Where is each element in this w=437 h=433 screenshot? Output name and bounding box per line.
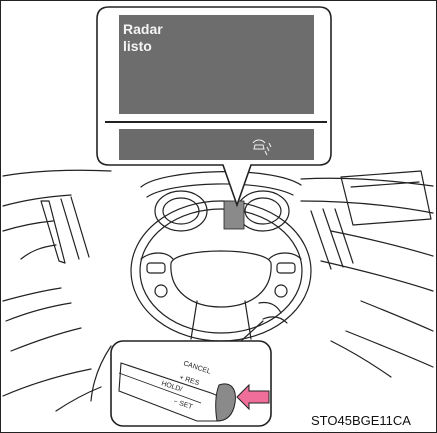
display-callout: Radar listo [97, 7, 331, 205]
message-line-2: listo [123, 38, 152, 54]
cluster-highlight [224, 201, 244, 229]
status-bar [119, 129, 314, 160]
lever-callout: CANCEL + RES HOLD/ − SET [111, 341, 271, 426]
figure-code: STO45BGE11CA [311, 413, 411, 428]
message-line-1: Radar [123, 21, 163, 37]
